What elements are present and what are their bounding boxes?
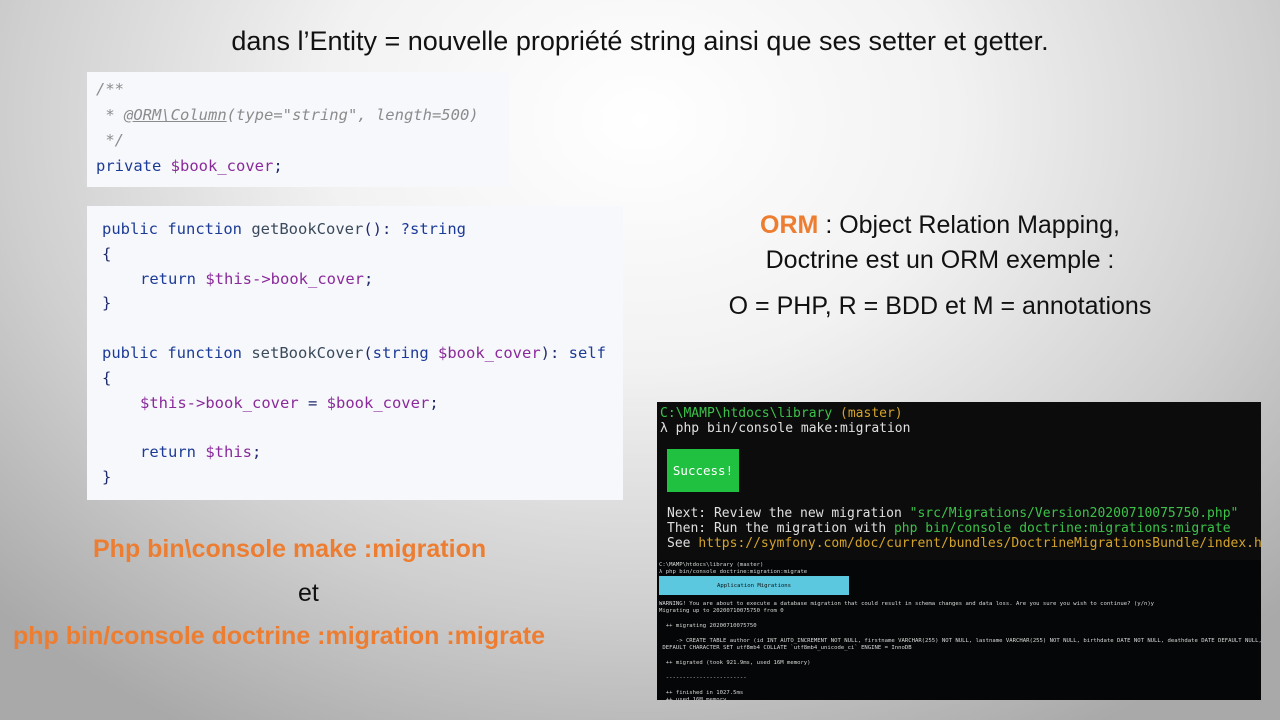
orm-definition: ORM : Object Relation Mapping, Doctrine … — [640, 208, 1240, 324]
terminal-prompt: λ php bin/console make:migration — [660, 421, 911, 436]
code-line: /** — [96, 80, 124, 98]
terminal-output-line: ++ migrated (took 921.9ms, used 16M memo… — [659, 660, 811, 667]
code-line: * @ORM\Column(type="string", length=500) — [96, 106, 479, 124]
terminal-output-line — [659, 616, 1261, 623]
orm-line-3: O = PHP, R = BDD et M = annotations — [728, 292, 1152, 320]
terminal-output-line: Migrating up to 20200710075750 from 0 — [659, 608, 784, 615]
terminal-output-line — [659, 653, 1261, 660]
migrations-banner: Application Migrations — [659, 576, 849, 595]
code-methods-snippet: public function getBookCover(): ?string … — [87, 206, 623, 500]
code-line: */ — [96, 131, 124, 149]
terminal-prompt: λ php bin/console doctrine:migration:mig… — [659, 569, 808, 575]
code-text: (type="string", length=500) — [226, 106, 479, 124]
terminal-path: C:\MAMP\htdocs\library (master) — [660, 406, 903, 421]
code-text: $book_cover — [170, 157, 274, 175]
code-line: private $book_cover; — [96, 157, 283, 175]
terminal-then: Then: Run the migration with php bin/con… — [667, 521, 1231, 536]
terminal-next: Next: Review the new migration "src/Migr… — [667, 506, 1239, 521]
code-line: public function setBookCover(string $boo… — [102, 344, 606, 362]
code-line: } — [102, 468, 112, 486]
terminal-see: See https://symfony.com/doc/current/bund… — [667, 536, 1261, 551]
code-line: $this->book_cover = $book_cover; — [140, 394, 439, 412]
terminal-migrate-output: C:\MAMP\htdocs\library (master) λ php bi… — [657, 560, 1261, 700]
orm-line-1: ORM : Object Relation Mapping, — [760, 211, 1120, 239]
migrate-command: php bin/console doctrine :migration :mig… — [13, 622, 545, 650]
code-text: * — [96, 106, 124, 124]
code-line: public function getBookCover(): ?string — [102, 220, 466, 238]
code-text: ; — [273, 157, 283, 175]
code-text: @ORM\Column — [124, 106, 227, 124]
terminal-output-lines: WARNING! You are about to execute a data… — [659, 601, 1261, 700]
terminal-output-line — [659, 631, 1261, 638]
orm-line-2: Doctrine est un ORM exemple : — [765, 246, 1115, 274]
success-badge: Success! — [667, 449, 739, 492]
code-text: private — [96, 157, 162, 175]
code-line: } — [102, 294, 112, 312]
code-line: { — [102, 369, 112, 387]
terminal-output-line: ------------------------ — [659, 675, 747, 682]
terminal-screenshot: C:\MAMP\htdocs\library (master) λ php bi… — [657, 402, 1261, 700]
terminal-path: C:\MAMP\htdocs\library (master) — [659, 562, 764, 568]
and-text: et — [298, 579, 319, 607]
slide-title: dans l’Entity = nouvelle propriété strin… — [231, 26, 1049, 56]
terminal-output-line: ++ migrating 20200710075750 — [659, 623, 757, 630]
code-line: return $this; — [140, 443, 262, 461]
terminal-output-line: -> CREATE TABLE author (id INT AUTO_INCR… — [659, 638, 1261, 645]
make-migration-command: Php bin\console make :migration — [93, 535, 487, 563]
terminal-output-line: ++ finished in 1027.5ms — [659, 689, 744, 696]
code-line: { — [102, 245, 112, 263]
code-line: return $this->book_cover; — [140, 270, 374, 288]
terminal-output-line: WARNING! You are about to execute a data… — [659, 601, 1155, 607]
terminal-output-line: ++ used 16M memory — [659, 697, 1261, 700]
terminal-output-line: DEFAULT CHARACTER SET utf8mb4 COLLATE `u… — [659, 645, 912, 652]
terminal-output-line — [659, 668, 1261, 675]
code-property-snippet: /** * @ORM\Column(type="string", length=… — [87, 72, 509, 187]
terminal-output-line — [659, 682, 1261, 689]
